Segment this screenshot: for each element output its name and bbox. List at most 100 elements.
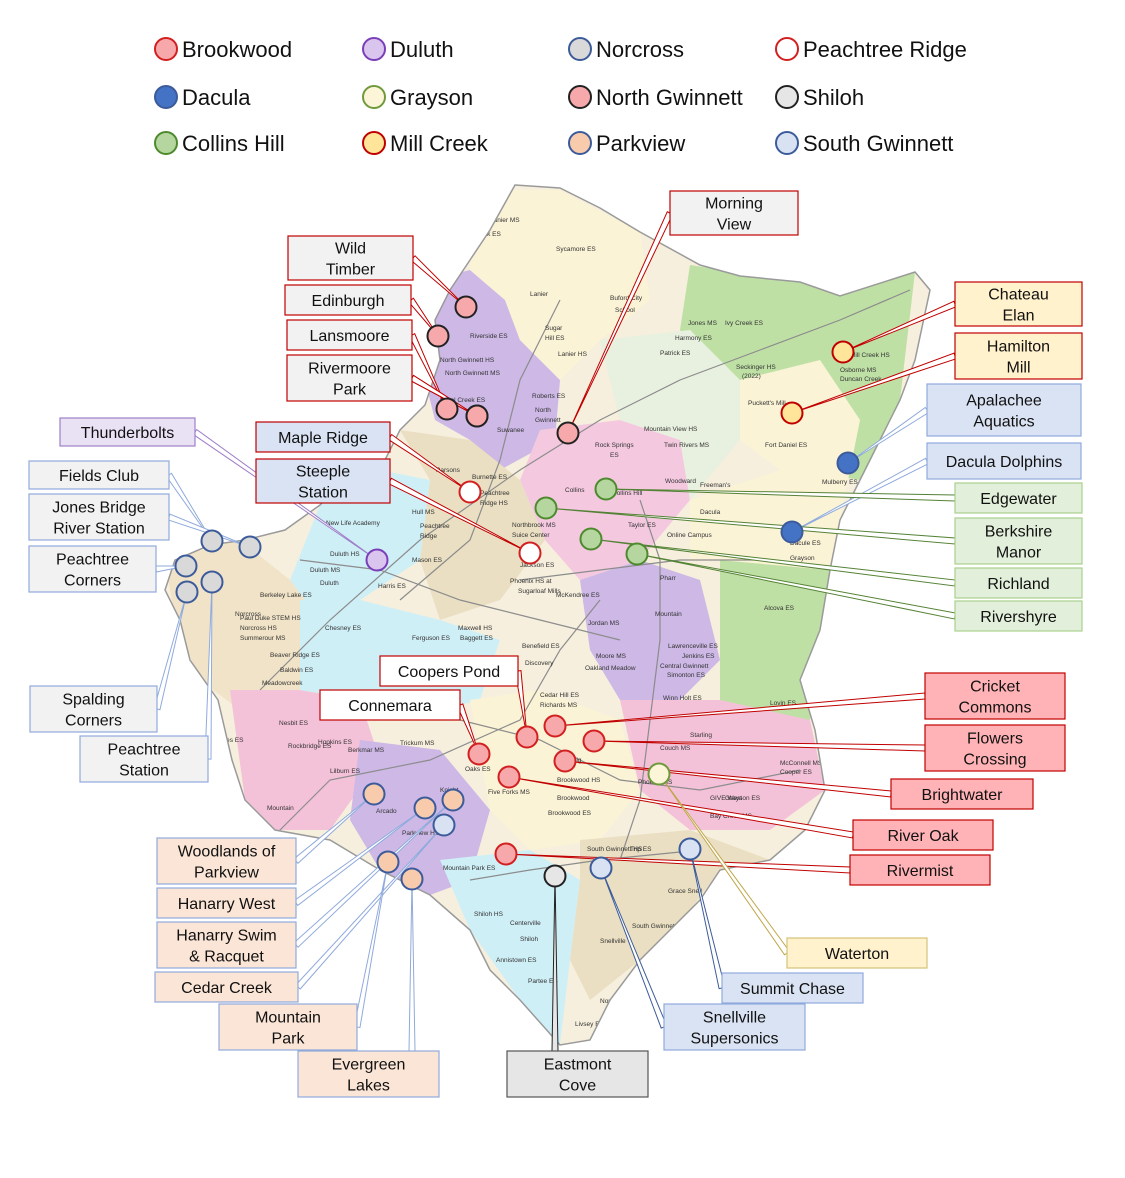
map-label-brookwood-hs: Brookwood HS xyxy=(557,777,601,784)
pool-marker-coopers-pond[interactable] xyxy=(515,725,539,749)
map-label-snellville: Snellville xyxy=(600,938,626,945)
legend-swatch-south-gwinnett xyxy=(775,131,799,155)
callout-box xyxy=(156,887,297,919)
pool-marker-steeple-station[interactable] xyxy=(518,541,542,565)
callout-box xyxy=(926,383,1082,437)
callout-rivershyre: Rivershyre xyxy=(954,600,1083,632)
callout-box xyxy=(284,284,412,316)
map-label-sycamore-es: Sycamore ES xyxy=(556,246,596,253)
legend-swatch-parkview xyxy=(568,131,592,155)
callout-label: Manor xyxy=(996,545,1042,562)
legend-item-grayson: Grayson xyxy=(362,85,473,110)
pool-marker-richland[interactable] xyxy=(579,527,603,551)
pool-marker-hamilton-mill[interactable] xyxy=(780,401,804,425)
map-label-duluth-hs: Duluth HS xyxy=(330,551,360,558)
pool-marker-peachtree-station[interactable] xyxy=(200,570,224,594)
pool-marker-thunderbolts[interactable] xyxy=(365,548,389,572)
pool-marker-hanarry-west[interactable] xyxy=(413,796,437,820)
map-label-seckinger-hs: Seckinger HS xyxy=(736,364,776,371)
pool-marker-edgewater[interactable] xyxy=(594,477,618,501)
callout-box xyxy=(924,724,1066,772)
legend-swatch-duluth xyxy=(362,37,386,61)
legend: Brookwood Duluth Norcross Peachtree Ridg… xyxy=(154,37,967,156)
map-label-lanier-ms: Lanier MS xyxy=(490,217,520,224)
pool-marker-evergreen-lakes[interactable] xyxy=(400,867,424,891)
map-label-norcross: Norcross xyxy=(235,611,262,618)
callout-label: Edinburgh xyxy=(312,293,385,310)
pool-marker-chateau-elan[interactable] xyxy=(831,340,855,364)
map-label-osborne-ms: Osborne MS xyxy=(840,367,877,374)
pool-marker-woodlands-of-parkview[interactable] xyxy=(362,782,386,806)
map-label-maxwell-hs: Maxwell HS xyxy=(458,625,493,632)
map-label-alcova-es: Alcova ES xyxy=(764,605,795,612)
pool-marker-lansmoore[interactable] xyxy=(435,397,459,421)
pool-marker-maple-ridge[interactable] xyxy=(458,480,482,504)
legend-label-grayson: Grayson xyxy=(390,85,473,110)
callout-label: Morning xyxy=(705,196,763,213)
callout-box xyxy=(849,854,991,886)
callout-label: Mill xyxy=(1007,360,1031,377)
pool-marker-connemara[interactable] xyxy=(467,742,491,766)
map-label-collins-hill: Collins Hill xyxy=(612,490,643,497)
pool-marker-dacula-dolphins[interactable] xyxy=(780,520,804,544)
callout-label: View xyxy=(717,217,752,234)
legend-item-collins-hill: Collins Hill xyxy=(154,131,285,156)
pool-marker-berkshire-manor[interactable] xyxy=(534,496,558,520)
legend-label-dacula: Dacula xyxy=(182,85,251,110)
road-78 xyxy=(469,849,701,881)
pool-marker-wild-timber[interactable] xyxy=(454,295,478,319)
callout-box xyxy=(218,1003,358,1051)
map-label-simonton-es: Simonton ES xyxy=(667,672,706,679)
callout-river-oak: River Oak xyxy=(852,819,994,851)
map-label-mountain-view-hs: Mountain View HS xyxy=(644,426,698,433)
pool-marker-jones-bridge-river-station[interactable] xyxy=(238,535,262,559)
pool-marker-cedar-creek[interactable] xyxy=(432,813,456,837)
pool-marker-river-oak[interactable] xyxy=(497,765,521,789)
legend-item-dacula: Dacula xyxy=(154,85,251,110)
legend-swatch-peachtree-ridge xyxy=(775,37,799,61)
map-label-grayson-es: Grayson ES xyxy=(725,795,761,802)
map-label-phoenix-hs-at: Phoenix HS at xyxy=(510,578,552,585)
pool-marker-eastmont-cove[interactable] xyxy=(543,864,567,888)
legend-label-mill-creek: Mill Creek xyxy=(390,131,489,156)
map-label-lawrenceville-es: Lawrenceville ES xyxy=(668,643,719,650)
pool-marker-morning-view[interactable] xyxy=(556,421,580,445)
pool-marker-rivershyre[interactable] xyxy=(625,542,649,566)
pool-marker-flowers-crossing[interactable] xyxy=(582,729,606,753)
callout-label: Cove xyxy=(559,1078,596,1095)
pool-marker-cricket-commons[interactable] xyxy=(543,714,567,738)
map-label-ferguson-es: Ferguson ES xyxy=(412,635,451,642)
pool-marker-spalding-corners[interactable] xyxy=(175,580,199,604)
map-label-hull-ms: Hull MS xyxy=(412,509,435,516)
pool-marker-edinburgh[interactable] xyxy=(426,324,450,348)
legend-item-parkview: Parkview xyxy=(568,131,685,156)
callout-box xyxy=(28,460,170,490)
legend-swatch-grayson xyxy=(362,85,386,109)
pool-marker-mountain-park[interactable] xyxy=(376,850,400,874)
callout-maple-ridge: Maple Ridge xyxy=(255,421,391,453)
pool-marker-rivermist[interactable] xyxy=(494,842,518,866)
map-label-jones-ms: Jones MS xyxy=(688,320,718,327)
pool-marker-snellville-supersonics[interactable] xyxy=(589,856,613,880)
road-120 xyxy=(299,559,621,641)
pool-marker-apalachee-aquatics[interactable] xyxy=(836,451,860,475)
callout-box xyxy=(79,735,209,783)
pool-marker-peachtree-corners[interactable] xyxy=(174,554,198,578)
pool-marker-fields-club[interactable] xyxy=(200,529,224,553)
legend-label-brookwood: Brookwood xyxy=(182,37,292,62)
callout-box xyxy=(255,458,391,504)
callout-box xyxy=(297,1050,440,1098)
pool-marker-rivermoore-park-2[interactable] xyxy=(465,404,489,428)
region-mountain-view xyxy=(600,330,740,500)
pool-marker-waterton[interactable] xyxy=(647,762,671,786)
pool-marker-brightwater[interactable] xyxy=(553,749,577,773)
map-label-riverside-es: Riverside ES xyxy=(470,333,508,340)
pool-marker-summit-chase[interactable] xyxy=(678,837,702,861)
pool-marker-hanarry-swim-and-racquet[interactable] xyxy=(441,788,465,812)
legend-swatch-brookwood xyxy=(154,37,178,61)
